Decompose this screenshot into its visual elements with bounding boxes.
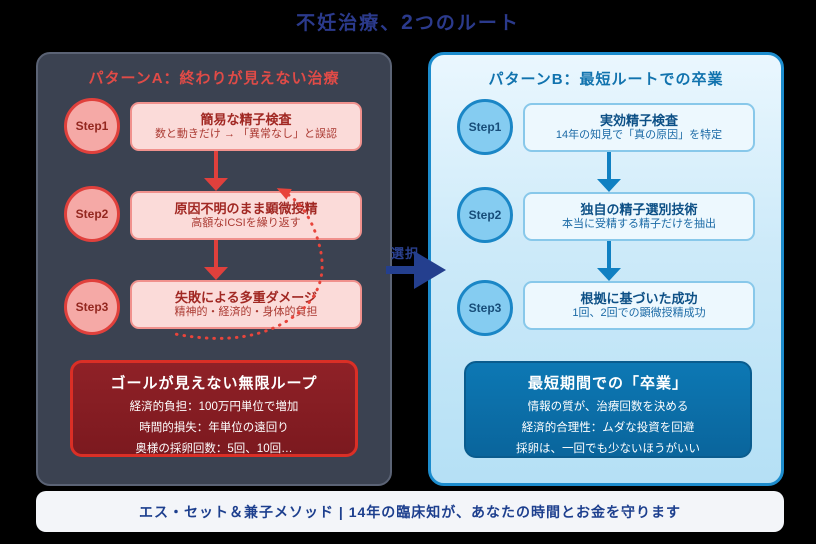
panel-a-step1-label: Step1 — [75, 119, 109, 133]
arrow-shaft — [607, 152, 611, 179]
panel-b-summary-box: 最短期間での「卒業」 情報の質が、治療回数を決める 経済的合理性：ムダな投資を回… — [464, 361, 752, 458]
arrow-head — [597, 179, 621, 192]
panel-b-step3-label: Step3 — [468, 301, 502, 315]
panel-a-summary-line: 奥様の採卵回数：5回、10回… — [135, 443, 293, 456]
panel-b-step1-title: 実効精子検査 — [599, 113, 678, 128]
arrow-head — [597, 268, 621, 281]
panel-b-summary-line: 採卵は、一回でも少ないほうがいい — [516, 443, 700, 456]
panel-b-summary-line: 情報の質が、治療回数を決める — [527, 401, 689, 413]
arrow-head — [414, 251, 446, 289]
panel-a-step1-badge: Step1 — [64, 98, 120, 154]
panel-b-step1-badge: Step1 — [457, 99, 513, 155]
footer-banner: エス・セット＆兼子メソッド | 14年の臨床知が、あなたの時間とお金を守ります — [36, 491, 784, 532]
panel-b-step2-title: 独自の精子選別技術 — [580, 202, 698, 217]
panel-b-arrow-1-icon — [596, 152, 622, 192]
panel-a-step2-title: 原因不明のまま顕微授精 — [174, 201, 318, 216]
panel-b-step1-box: 実効精子検査 14年の知見で「真の原因」を特定 — [523, 103, 755, 152]
transition-label: 選択 — [391, 246, 420, 261]
page-title-post: つのルート — [414, 13, 520, 34]
panel-b-step2-badge: Step2 — [457, 187, 513, 243]
arrow-shaft — [214, 151, 218, 178]
panel-a-step2-desc: 高額なICSIを繰り返す — [191, 217, 301, 229]
panel-a-step1-box: 簡易な精子検査 数と動きだけ → 「異常なし」と誤認 — [130, 102, 362, 151]
transition-arrow-icon — [386, 251, 448, 289]
panel-a-step3-badge: Step3 — [64, 279, 120, 335]
panel-a-arrow-2-icon — [203, 240, 229, 280]
panel-a-step2-label: Step2 — [75, 207, 109, 221]
panel-b-header: パターンB：最短ルートでの卒業 — [488, 71, 724, 88]
panel-b-step2-label: Step2 — [468, 208, 502, 222]
panel-b-step2-desc: 本当に受精する精子だけを抽出 — [562, 218, 716, 230]
panel-b-step3-badge: Step3 — [457, 280, 513, 336]
page-title-number: 2 — [401, 11, 415, 34]
panel-a-arrow-1-icon — [203, 151, 229, 191]
panel-b-step2-box: 独自の精子選別技術 本当に受精する精子だけを抽出 — [523, 192, 755, 241]
panel-pattern-a: パターンA：終わりが見えない治療 Step1 簡易な精子検査 数と動きだけ → … — [36, 52, 392, 486]
panel-a-summary-line: 時間的損失：年単位の遠回り — [139, 422, 289, 435]
panel-a-step2-box: 原因不明のまま顕微授精 高額なICSIを繰り返す — [130, 191, 362, 240]
arrow-head — [204, 267, 228, 280]
footer-text: エス・セット＆兼子メソッド | 14年の臨床知が、あなたの時間とお金を守ります — [139, 503, 681, 520]
panel-a-header: パターンA：終わりが見えない治療 — [88, 70, 340, 87]
panel-b-step3-title: 根拠に基づいた成功 — [580, 291, 698, 306]
panel-a-step3-label: Step3 — [75, 300, 109, 314]
panel-b-summary-title: 最短期間での「卒業」 — [527, 375, 688, 392]
panel-a-step3-title: 失敗による多重ダメージ — [175, 290, 317, 305]
panel-a-step3-box: 失敗による多重ダメージ 精神的・経済的・身体的負担 — [130, 280, 362, 329]
panel-b-step3-desc: 1回、2回での顕微授精成功 — [572, 307, 706, 319]
panel-a-step1-desc: 数と動きだけ → 「異常なし」と誤認 — [154, 128, 338, 140]
arrow-shaft — [214, 240, 218, 267]
panel-a-step2-badge: Step2 — [64, 186, 120, 242]
panel-a-summary-box: ゴールが見えない無限ループ 経済的負担：100万円単位で増加 時間的損失：年単位… — [70, 360, 358, 457]
arrow-head — [204, 178, 228, 191]
panel-b-step1-label: Step1 — [468, 120, 502, 134]
arrow-shaft — [607, 241, 611, 268]
panel-a-step3-desc: 精神的・経済的・身体的負担 — [174, 306, 318, 318]
panel-b-step1-desc: 14年の知見で「真の原因」を特定 — [555, 129, 723, 141]
panel-a-step1-title: 簡易な精子検査 — [200, 112, 292, 127]
page-title: 不妊治療、2つのルート — [0, 8, 816, 35]
panel-b-arrow-2-icon — [596, 241, 622, 281]
panel-a-summary-line: 経済的負担：100万円単位で増加 — [129, 401, 299, 413]
page-title-pre: 不妊治療、 — [296, 13, 402, 34]
panel-b-step3-box: 根拠に基づいた成功 1回、2回での顕微授精成功 — [523, 281, 755, 330]
panel-a-summary-title: ゴールが見えない無限ループ — [110, 375, 318, 392]
panel-pattern-b: パターンB：最短ルートでの卒業 Step1 実効精子検査 14年の知見で「真の原… — [428, 52, 784, 486]
arrow-shaft — [386, 266, 418, 274]
panel-b-summary-line: 経済的合理性：ムダな投資を回避 — [521, 422, 695, 435]
